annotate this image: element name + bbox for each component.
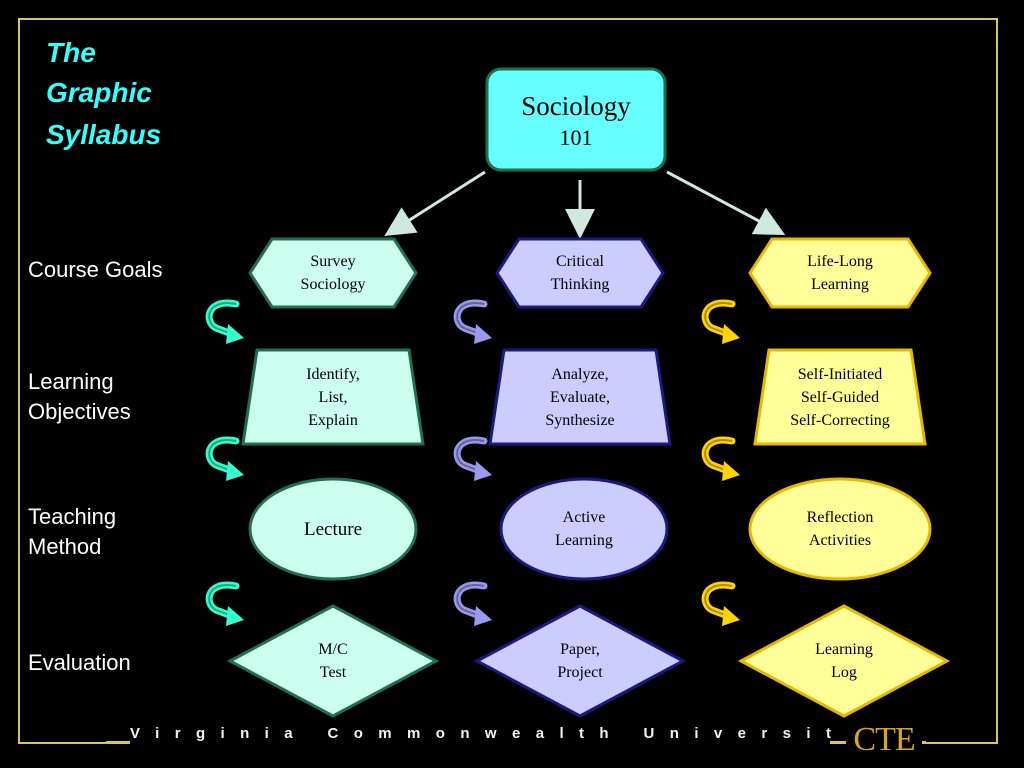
curl-arrow-critical-3 (453, 581, 488, 620)
curl-arrow-lifelong-1 (701, 299, 736, 338)
node-line: Survey (310, 253, 356, 270)
node-line: Learning (555, 532, 613, 549)
curl-arrowhead-lifelong-1 (722, 324, 740, 344)
arrow-left (384, 170, 486, 237)
node-shape-critical-goal (495, 237, 665, 309)
node-shape-lifelong-evaluation (737, 604, 951, 718)
node-shape-lifelong-goal (748, 237, 932, 309)
node-line: Explain (308, 411, 358, 429)
node-shape-critical-evaluation (473, 604, 687, 718)
slide-title-line-1: The (46, 37, 96, 68)
row-label-method: Method (28, 534, 102, 559)
arrow-right (666, 170, 786, 236)
curl-arrowhead-critical-3 (474, 606, 492, 626)
node-line: Lecture (303, 518, 362, 540)
curl-arrow-inner-survey-1 (208, 302, 237, 335)
curl-arrow-lifelong-3 (701, 581, 736, 620)
node-line: Test (319, 664, 347, 681)
curl-arrow-inner-critical-2 (456, 439, 485, 472)
node-shape-lifelong-objective (753, 348, 927, 446)
curl-arrow-critical-1 (453, 299, 488, 338)
node-line: Active (562, 509, 606, 526)
row-label-course-goals: Course Goals (28, 257, 163, 282)
node-shape-survey-objective (241, 348, 425, 446)
curl-arrow-inner-critical-1 (456, 302, 485, 335)
curl-arrow-inner-survey-3 (208, 584, 237, 617)
curl-arrowhead-survey-3 (226, 606, 244, 626)
row-label-objectives: Objectives (28, 399, 131, 424)
footer-university-name: Virginia Commonwealth University (130, 722, 855, 746)
node-line: Analyze, (551, 365, 609, 383)
node-line: Life-Long (807, 253, 873, 270)
cte-logo-text: CTE (853, 721, 915, 758)
node-line: Self-Guided (800, 388, 880, 406)
node-line: Activities (808, 532, 872, 549)
curl-arrow-inner-lifelong-3 (704, 584, 733, 617)
node-line: Reflection (806, 509, 874, 526)
node-shape-survey-goal (248, 237, 418, 309)
root-box (485, 67, 667, 172)
curl-arrowhead-lifelong-3 (722, 606, 740, 626)
curl-arrow-inner-lifelong-1 (704, 302, 733, 335)
node-shape-critical-method (499, 477, 669, 581)
node-survey-objective: Identify, List, Explain (243, 350, 423, 444)
node-survey-method: Lecture (250, 479, 416, 579)
node-line: Self-Initiated (797, 365, 883, 383)
curl-arrow-inner-critical-3 (456, 584, 485, 617)
root-label: Sociology 101 (487, 69, 665, 170)
node-line: Project (557, 664, 603, 681)
node-line: Evaluate, (550, 388, 610, 406)
curl-arrowhead-lifelong-2 (722, 461, 740, 481)
root-title: Sociology (521, 91, 631, 121)
curl-arrowhead-survey-2 (226, 461, 244, 481)
node-line: Learning (815, 641, 873, 658)
node-line: Self-Correcting (790, 411, 890, 429)
node-line: Log (831, 664, 857, 681)
curl-arrow-lifelong-2 (701, 436, 736, 475)
node-line: Learning (811, 276, 869, 293)
row-label-learning: Learning (28, 369, 114, 394)
node-line: List, (318, 388, 348, 406)
curl-arrow-critical-2 (453, 436, 488, 475)
node-shape-survey-method (248, 477, 418, 581)
row-label-evaluation: Evaluation (28, 650, 131, 675)
curl-arrow-inner-survey-2 (208, 439, 237, 472)
root-number: 101 (559, 125, 593, 150)
node-line: Paper, (560, 641, 600, 658)
node-line: Critical (556, 253, 604, 270)
slide-title-line-3: Syllabus (46, 119, 162, 150)
cte-logo: CTE (846, 718, 922, 762)
curl-arrowhead-critical-2 (474, 461, 492, 481)
node-critical-objective: Analyze, Evaluate, Synthesize (490, 350, 670, 444)
curl-arrowhead-survey-1 (226, 324, 244, 344)
node-survey-evaluation: M/C Test (230, 606, 436, 716)
node-line: Sociology (300, 276, 366, 293)
row-label-teaching: Teaching (28, 504, 117, 529)
curl-arrowhead-critical-1 (474, 324, 492, 344)
node-critical-evaluation: Paper, Project (477, 606, 683, 716)
node-shape-lifelong-method (748, 477, 932, 581)
node-line: Synthesize (545, 411, 615, 429)
curl-arrow-survey-2 (205, 436, 240, 475)
curl-arrow-inner-lifelong-2 (704, 439, 733, 472)
slide-title-line-2: Graphic (46, 77, 152, 108)
node-shape-critical-objective (488, 348, 672, 446)
node-line: M/C (318, 641, 348, 658)
node-line: Identify, (306, 365, 360, 383)
node-shape-survey-evaluation (226, 604, 440, 718)
node-line: Thinking (550, 276, 610, 293)
curl-arrow-survey-3 (205, 581, 240, 620)
curl-arrow-survey-1 (205, 299, 240, 338)
